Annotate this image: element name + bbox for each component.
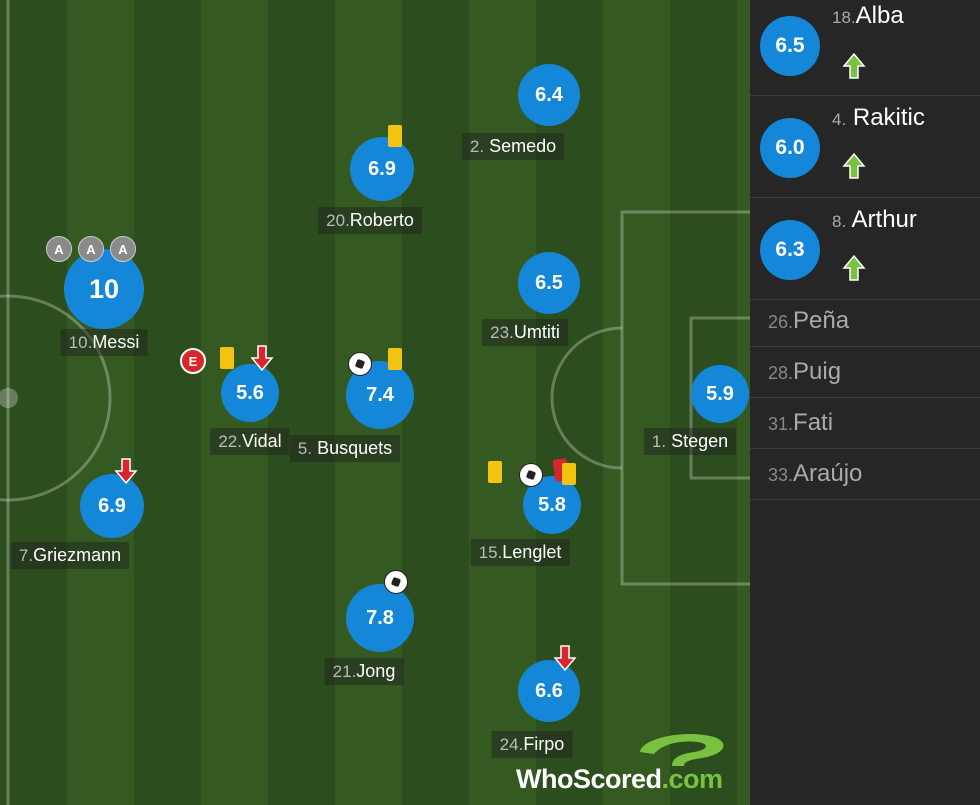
pitch: 10 A A A 10.Messi 5.6 E 22.Vidal 6.9 7.G… (0, 0, 750, 805)
sub-name-label: 4. Rakitic (832, 104, 925, 132)
substitutes-panel: 6.5 18.Alba 6.0 4. Rakitic 6.3 8. Arthur… (750, 0, 980, 805)
goal-icon (348, 352, 372, 376)
player-number: 24. (499, 735, 524, 754)
unused-sub-pena[interactable]: 26.Peña (750, 296, 980, 347)
sub-name: Araújo (793, 460, 863, 487)
player-rating: 5.6 (221, 364, 279, 422)
sub-name: Arthur (851, 206, 917, 233)
player-name-label: 5. Busquets (289, 435, 401, 462)
sub-number: 31. (768, 414, 794, 434)
logo-suffix: .com (661, 764, 724, 794)
player-rating: 6.5 (518, 252, 580, 314)
sub-name: Rakitic (852, 104, 925, 131)
sub-number: 26. (768, 312, 794, 332)
sub-name: Peña (793, 307, 850, 334)
sub-in-icon (842, 52, 866, 79)
player-name-label: 15.Lenglet (470, 539, 570, 566)
sub-number: 8. (832, 212, 847, 231)
sub-name: Fati (793, 409, 834, 436)
player-name-label: 20.Roberto (318, 207, 422, 234)
player-rating: 5.9 (691, 365, 749, 423)
player-name-label: 7.Griezmann (10, 542, 130, 569)
player-number: 10. (68, 333, 93, 352)
player-name: Stegen (671, 431, 729, 451)
sub-name-label: 8. Arthur (832, 206, 917, 234)
player-rating: 10 (64, 249, 144, 329)
player-name: Griezmann (33, 545, 122, 565)
sub-number: 18. (832, 8, 856, 27)
yellow-card-icon (388, 348, 402, 370)
sub-row-arthur[interactable]: 6.3 8. Arthur (750, 198, 980, 300)
captain-A-icon: A (110, 236, 136, 262)
player-name-label: 1. Stegen (643, 428, 737, 455)
sub-number: 28. (768, 363, 794, 383)
sub-out-icon (114, 458, 138, 485)
player-name-label: 22.Vidal (210, 428, 290, 455)
sub-out-icon (250, 345, 274, 372)
player-name-label: 10.Messi (60, 329, 148, 356)
sub-row-rakitic[interactable]: 6.0 4. Rakitic (750, 96, 980, 198)
sub-rating: 6.3 (760, 220, 820, 280)
sub-out-icon (553, 645, 577, 672)
player-name-label: 2. Semedo (461, 133, 565, 160)
player-name: Firpo (523, 734, 565, 754)
player-name: Jong (356, 661, 396, 681)
sub-name-label: 18.Alba (832, 2, 904, 30)
sub-rating: 6.0 (760, 118, 820, 178)
sub-in-icon (842, 254, 866, 281)
player-rating: 6.9 (350, 137, 414, 201)
captain-A-icon: A (78, 236, 104, 262)
player-name: Semedo (489, 136, 557, 156)
player-name-label: 24.Firpo (491, 731, 573, 758)
player-number: 1. (651, 432, 667, 451)
sub-rating: 6.5 (760, 16, 820, 76)
sub-number: 33. (768, 465, 794, 485)
player-number: 20. (326, 211, 350, 230)
sub-in-icon (842, 152, 866, 179)
unused-sub-puig[interactable]: 28.Puig (750, 347, 980, 398)
yellow-card-icon (220, 347, 234, 369)
captain-A-icon: A (46, 236, 72, 262)
yellow-card-icon (388, 125, 402, 147)
unused-sub-araujo[interactable]: 33.Araújo (750, 449, 980, 500)
player-number: 22. (218, 432, 242, 451)
player-rating: 7.8 (346, 584, 414, 652)
player-name: Vidal (241, 431, 282, 451)
yellow-card-icon (488, 461, 502, 483)
sub-name: Alba (855, 2, 904, 29)
player-name: Messi (92, 332, 140, 352)
player-name: Busquets (317, 438, 393, 458)
yellow-card-icon (562, 463, 576, 485)
whoscored-logo: WhoScored.com (516, 732, 746, 802)
player-rating: 6.4 (518, 64, 580, 126)
player-number: 7. (18, 546, 34, 565)
question-mark-logo-icon (640, 733, 724, 766)
player-name: Roberto (349, 210, 414, 230)
player-rating: 6.9 (80, 474, 144, 538)
sub-name: Puig (793, 358, 842, 385)
logo-text: WhoScored.com (516, 764, 723, 795)
player-name: Umtiti (513, 322, 560, 342)
unused-sub-fati[interactable]: 31.Fati (750, 398, 980, 449)
player-number: 2. (469, 137, 485, 156)
logo-brand: WhoScored (516, 764, 662, 794)
player-name-label: 23.Umtiti (482, 319, 568, 346)
player-name: Lenglet (502, 542, 562, 562)
player-number: 15. (478, 543, 503, 562)
goal-icon (519, 463, 543, 487)
player-number: 5. (297, 439, 313, 458)
player-number: 23. (490, 323, 514, 342)
sub-row-alba[interactable]: 6.5 18.Alba (750, 0, 980, 96)
player-rating: 6.6 (518, 660, 580, 722)
error-icon: E (180, 348, 206, 374)
goal-icon (384, 570, 408, 594)
sub-number: 4. (832, 110, 847, 129)
player-number: 21. (332, 662, 357, 681)
player-name-label: 21.Jong (324, 658, 404, 685)
